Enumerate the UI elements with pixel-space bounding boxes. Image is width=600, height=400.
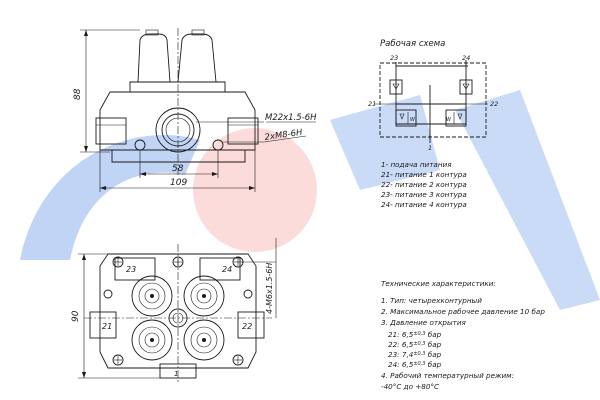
- plan-port-1-label: 1: [174, 370, 178, 378]
- scheme-port-21: 21: [368, 100, 376, 108]
- dim-width-inner-label: 58: [172, 164, 184, 174]
- front-view-cap-right: [177, 33, 217, 83]
- dim-height-bottom-label: 90: [71, 310, 81, 322]
- bolt-bottom-left: [112, 354, 124, 366]
- bolt-left-mid: [103, 289, 113, 299]
- specs-line-4: 4. Рабочий температурный режим:: [381, 371, 515, 380]
- scheme-valve-23: [389, 79, 403, 95]
- plan-view-body: [99, 253, 257, 369]
- pressure-unit: бар: [427, 330, 442, 339]
- pressure-tol: ±0,3: [413, 341, 426, 347]
- front-view-cap-left: [137, 33, 171, 83]
- plan-view: 23 24 21 22 1: [84, 244, 272, 384]
- scheme-port-24: 24: [462, 54, 470, 62]
- plan-port-21-label: 21: [102, 322, 112, 331]
- dim-height-top-label: 88: [73, 88, 83, 100]
- chamber-24: [183, 275, 225, 317]
- pressure-port: 24:: [388, 360, 400, 369]
- dim-thread-bolts: 4-M6x1.5-6H: [242, 238, 277, 318]
- dim-width-outer: 109: [99, 150, 256, 192]
- pressure-tol: ±0,3: [413, 361, 426, 367]
- scheme-valve-21: W: [395, 109, 417, 127]
- pressure-value: 6,5: [401, 340, 414, 349]
- pressure-value: 6,5: [401, 330, 414, 339]
- specs-title: Технические характеристики:: [381, 279, 496, 288]
- chamber-22: [183, 319, 225, 361]
- dim-thread-bolts-label: 4-M6x1.5-6H: [265, 263, 274, 314]
- plan-port-23-label: 23: [126, 265, 136, 274]
- legend-item-1: 1- подача питания: [381, 160, 452, 169]
- legend-item-23: 23- питание 3 контура: [381, 190, 467, 199]
- watermark-c-letter: [20, 135, 200, 260]
- bolt-bottom-right: [232, 354, 244, 366]
- specs-temp: -40°С до +80°С: [381, 382, 440, 391]
- specs-line-1: 1. Тип: четырехконтурный: [381, 296, 482, 305]
- scheme-port-1: 1: [428, 144, 432, 152]
- bolt-top-right: [232, 256, 244, 268]
- legend-item-21: 21- питание 1 контура: [381, 170, 467, 179]
- legend-item-22: 22- питание 2 контура: [381, 180, 467, 189]
- svg-text:W: W: [446, 117, 452, 123]
- bolt-right-mid: [243, 289, 253, 299]
- scheme-valve-24: [459, 79, 473, 95]
- chamber-21: [131, 319, 173, 361]
- scheme-port-23: 23: [390, 54, 398, 62]
- bolt-top-left: [112, 256, 124, 268]
- pressure-tol: ±0,3: [413, 331, 426, 337]
- front-view-flange-right: [227, 117, 259, 145]
- svg-text:W: W: [410, 117, 416, 123]
- watermark-l-letter: [455, 90, 600, 310]
- plan-view-port-22-boss: [237, 311, 265, 339]
- plan-view-top-boss: [114, 257, 156, 281]
- dim-thread-main-label: M22x1.5-6H: [265, 113, 317, 123]
- pressure-port: 22:: [388, 340, 400, 349]
- scheme-valve-22: W: [445, 109, 467, 127]
- legend-item-24: 24- питание 4 контура: [381, 200, 467, 209]
- pressure-port: 21:: [388, 330, 400, 339]
- front-view: [95, 28, 259, 175]
- dim-width-outer-label: 109: [170, 178, 187, 188]
- dim-width-inner: 58: [139, 150, 219, 178]
- pressure-tol: ±0,3: [413, 351, 426, 357]
- dim-height-bottom: 90: [71, 253, 160, 379]
- watermark-r-letter: [330, 95, 440, 190]
- pressure-row-22: 22: 6,5±0,3 бар: [388, 339, 441, 350]
- front-view-cap-top-left: [145, 29, 159, 36]
- working-scheme: Рабочая схема W W 23 24 21: [368, 39, 498, 152]
- watermark-logo: [20, 90, 600, 310]
- front-view-flange-left: [95, 117, 127, 145]
- scheme-title: Рабочая схема: [380, 39, 445, 49]
- pressure-row-23: 23: 7,4±0,3 бар: [388, 349, 441, 360]
- plan-view-port-21-boss: [89, 311, 117, 339]
- front-view-neck: [129, 81, 226, 93]
- front-view-base: [111, 150, 246, 163]
- pressure-port: 23:: [388, 350, 400, 359]
- pressure-value: 6,5: [401, 360, 414, 369]
- dim-thread-main: M22x1.5-6H: [196, 113, 317, 123]
- front-view-cap-top-right: [191, 29, 205, 36]
- plan-port-22-label: 22: [242, 322, 252, 331]
- specs-line-2: 2. Максимальное рабочее давление 10 бар: [381, 307, 545, 316]
- pressure-row-21: 21: 6,5±0,3 бар: [388, 329, 441, 340]
- chamber-23: [131, 275, 173, 317]
- plan-view-top-boss-right: [199, 257, 241, 281]
- scheme-port-22: 22: [490, 100, 498, 108]
- pressure-row-24: 24: 6,5±0,3 бар: [388, 359, 441, 370]
- specs-line-3: 3. Давление открытия: [381, 318, 466, 327]
- pressure-value: 7,4: [401, 350, 414, 359]
- pressure-unit: бар: [427, 340, 442, 349]
- plan-port-24-label: 24: [222, 265, 232, 274]
- dim-height-top: 88: [73, 29, 140, 153]
- pressure-unit: бар: [427, 360, 442, 369]
- pressure-unit: бар: [427, 350, 442, 359]
